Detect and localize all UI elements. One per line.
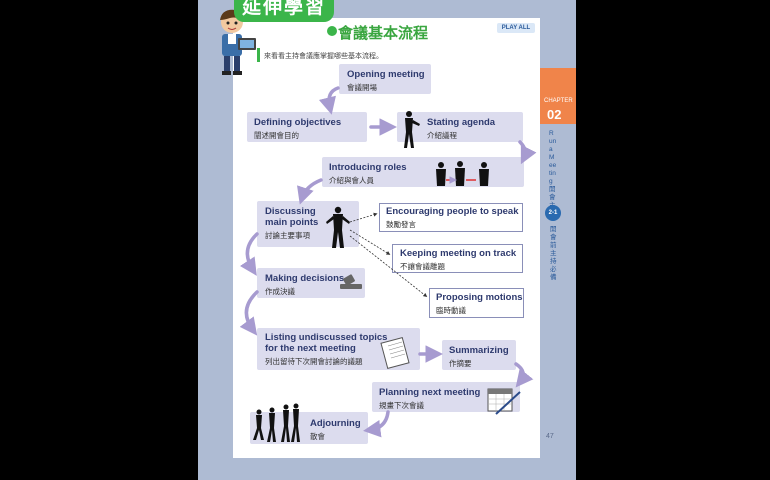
arrow-summarizing-to-planning: [514, 362, 534, 388]
substep-subtitle: 鼓勵發言: [386, 220, 416, 229]
handshake-silhouettes-icon: [436, 161, 489, 186]
step-subtitle: 作摘要: [449, 359, 472, 368]
substep-subtitle: 不讓會議離題: [400, 262, 445, 271]
step-subtitle: 作成決議: [265, 287, 295, 296]
substep-title: Proposing motions: [436, 292, 523, 303]
dotted-arrow-proposing: [349, 235, 428, 297]
calendar-icon: [487, 388, 521, 415]
section-vertical-label: 開會前主持必備: [550, 226, 557, 281]
step-title: Planning next meeting: [379, 387, 481, 398]
chapter-divider: [539, 126, 540, 276]
book-page: 延伸學習 會議基本流程 PLAY ALL 來看看主持會議應掌握哪些基本流程。 C…: [198, 0, 576, 480]
step-title-line2: for the next meeting: [265, 343, 356, 354]
page-number: 47: [546, 433, 554, 440]
play-all-button[interactable]: PLAY ALL: [497, 23, 535, 33]
step-title-line2: main points: [265, 217, 319, 228]
gavel-icon: [340, 274, 362, 289]
section-title: 會議基本流程: [338, 25, 429, 42]
step-subtitle: 闡述開會目的: [254, 131, 299, 140]
dotted-arrow-encouraging: [349, 212, 378, 223]
step-subtitle: 討論主要事項: [265, 231, 310, 240]
substep-encouraging-people: [379, 203, 523, 232]
arrow-discussing-to-decisions: [239, 232, 259, 276]
dotted-arrow-keeping: [349, 229, 391, 255]
flow-arrows: [239, 86, 537, 442]
arrow-decisions-to-listing: [239, 290, 259, 336]
step-title: Making decisions: [265, 273, 345, 284]
chapter-tab[interactable]: [540, 68, 576, 124]
step-subtitle: 散會: [310, 432, 325, 441]
step-opening-meeting: [339, 64, 431, 94]
substep-title: Keeping meeting on track: [400, 248, 517, 259]
step-subtitle: 介紹議程: [427, 131, 457, 140]
step-title: Opening meeting: [347, 69, 425, 80]
people-leaving-silhouettes-icon: [253, 403, 300, 442]
substep-proposing-motions: [429, 288, 524, 318]
section-bullet-icon: [327, 26, 337, 36]
documents-icon: [380, 336, 410, 370]
step-title: Adjourning: [310, 418, 361, 429]
step-title: Discussing: [265, 206, 316, 217]
speaker-silhouette-icon: [326, 206, 350, 248]
chapter-number: 02: [547, 107, 562, 122]
step-subtitle: 規畫下次會議: [379, 401, 424, 410]
step-title: Defining objectives: [254, 117, 342, 128]
step-title: Stating agenda: [427, 117, 496, 128]
step-introducing-roles: [322, 157, 524, 187]
section-number-badge[interactable]: 2-1: [545, 205, 561, 221]
presenter-silhouette-icon: [404, 111, 420, 148]
step-stating-agenda: [397, 112, 523, 142]
step-title: Summarizing: [449, 345, 509, 356]
substep-subtitle: 臨時動議: [436, 306, 466, 315]
arrow-opening-to-objectives: [318, 86, 340, 115]
step-subtitle: 會議開場: [347, 83, 377, 92]
step-defining-objectives: [247, 112, 367, 142]
chapter-label: CHAPTER: [544, 98, 573, 104]
substep-title: Encouraging people to speak: [386, 206, 519, 217]
substep-keeping-on-track: [392, 244, 523, 273]
step-subtitle: 列出留待下次開會討論的議題: [265, 357, 363, 366]
step-subtitle: 介紹與會人員: [329, 176, 374, 185]
section-banner: 延伸學習: [234, 0, 334, 22]
intro-accent-bar: [257, 48, 260, 62]
step-title: Introducing roles: [329, 162, 407, 173]
step-summarizing: [442, 340, 516, 370]
intro-text: 來看看主持會議應掌握哪些基本流程。: [264, 53, 383, 60]
arrow-agenda-to-roles: [518, 140, 537, 165]
step-title: Listing undiscussed topics: [265, 332, 388, 343]
arrow-planning-to-adjourning: [363, 410, 390, 438]
arrow-roles-to-discussing: [297, 178, 323, 205]
